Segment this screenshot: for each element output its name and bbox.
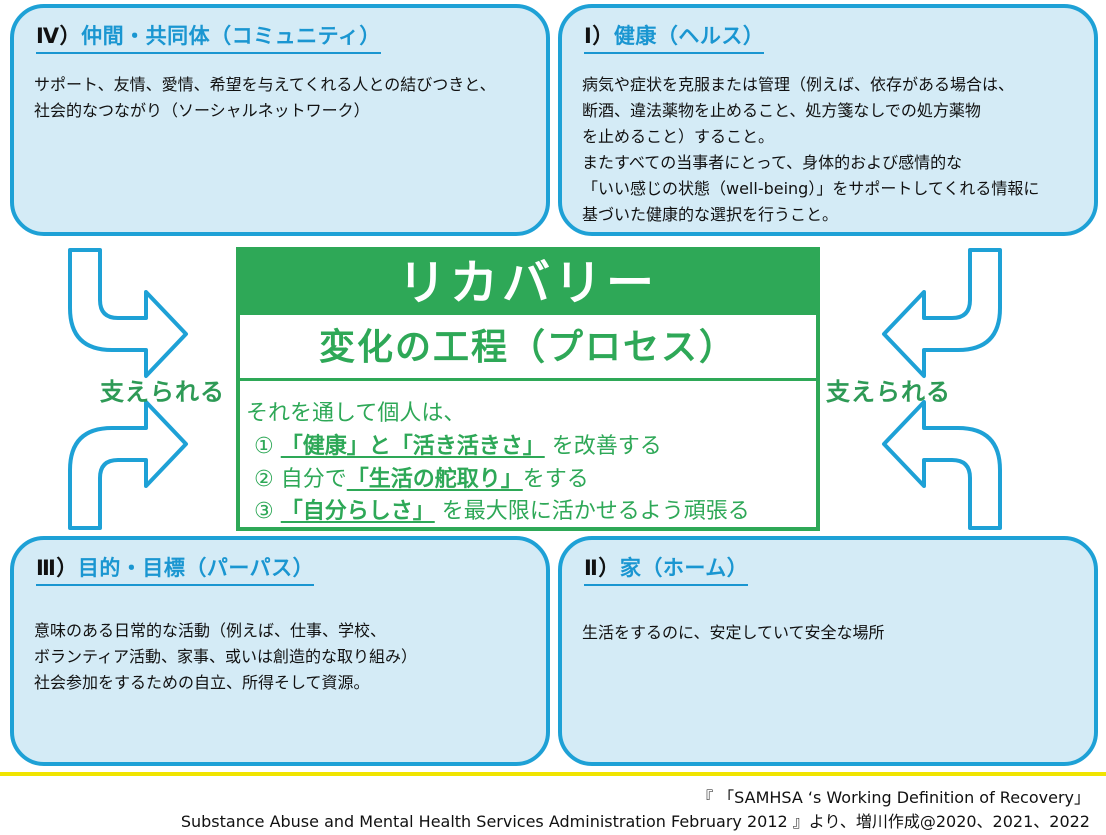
health-description: 病気や症状を克服または管理（例えば、依存がある場合は、 断酒、違法薬物を止めるこ… (582, 72, 1080, 228)
arrow-top-left-icon (68, 248, 188, 378)
item-highlight: 「自分らしさ」 (280, 499, 435, 524)
recovery-item: ② 自分で「生活の舵取り」をする (254, 461, 589, 493)
health-line: 断酒、違法薬物を止めること、処方箋なしでの処方薬物 (582, 101, 981, 120)
item-post: をする (522, 467, 589, 492)
home-line: 生活をするのに、安定していて安全な場所 (582, 623, 885, 642)
item-post: を最大限に活かせるよう頑張る (441, 499, 750, 524)
community-box: Ⅳ）仲間・共同体（コミュニティ） サポート、友情、愛情、希望を与えてくれる人との… (10, 4, 550, 236)
item-highlight: 「健康」と「活き活きさ」 (280, 434, 545, 459)
recovery-body: それを通して個人は、 ① 「健康」と「活き活きさ」 を改善する ② 自分で「生活… (240, 381, 816, 527)
home-box: Ⅱ）家（ホーム） 生活をするのに、安定していて安全な場所 (558, 536, 1098, 766)
purpose-line: ボランティア活動、家事、或いは創造的な取り組み） (34, 647, 418, 666)
health-line: を止めること）すること。 (582, 127, 775, 146)
footer-divider (0, 772, 1106, 776)
purpose-line: 社会参加をするための自立、所得そして資源。 (34, 673, 370, 692)
supported-label-left: 支えられる (100, 378, 225, 406)
item-marker: ② (254, 467, 274, 492)
recovery-item: ③ 「自分らしさ」 を最大限に活かせるよう頑張る (254, 493, 750, 525)
recovery-title: リカバリー (240, 251, 816, 315)
community-line: サポート、友情、愛情、希望を与えてくれる人との結びつきと、 (34, 75, 496, 94)
item-highlight: 「生活の舵取り」 (346, 467, 523, 492)
arrow-bottom-right-icon (882, 400, 1002, 530)
item-marker: ③ (254, 499, 274, 524)
home-title: Ⅱ）家（ホーム） (584, 552, 749, 586)
community-title: Ⅳ）仲間・共同体（コミュニティ） (36, 20, 381, 54)
purpose-description: 意味のある日常的な活動（例えば、仕事、学校、 ボランティア活動、家事、或いは創造… (34, 618, 532, 696)
health-line: 基づいた健康的な選択を行うこと。 (582, 205, 839, 224)
health-line: またすべての当事者にとって、身体的および感情的な (582, 153, 963, 172)
purpose-line: 意味のある日常的な活動（例えば、仕事、学校、 (34, 621, 387, 640)
recovery-item: ① 「健康」と「活き活きさ」 を改善する (254, 428, 662, 460)
health-title: Ⅰ）健康（ヘルス） (584, 20, 765, 54)
item-post: を改善する (551, 434, 662, 459)
community-line: 社会的なつながり（ソーシャルネットワーク） (34, 101, 370, 120)
item-pre: 自分で (280, 467, 347, 492)
health-line: 「いい感じの状態（well-being）」をサポートしてくれる情報に (582, 179, 1040, 198)
health-line: 病気や症状を克服または管理（例えば、依存がある場合は、 (582, 75, 1015, 94)
credit-line-2: Substance Abuse and Mental Health Servic… (180, 812, 1090, 831)
credit-line-1: 『 「SAMHSA ‘s Working Definition of Recov… (697, 788, 1090, 807)
health-box: Ⅰ）健康（ヘルス） 病気や症状を克服または管理（例えば、依存がある場合は、 断酒… (558, 4, 1098, 236)
recovery-center-box: リカバリー 変化の工程（プロセス） それを通して個人は、 ① 「健康」と「活き活… (236, 247, 820, 531)
supported-label-right: 支えられる (826, 378, 951, 406)
item-marker: ① (254, 434, 274, 459)
recovery-intro: それを通して個人は、 (246, 401, 466, 426)
recovery-subtitle: 変化の工程（プロセス） (240, 315, 816, 381)
purpose-title: Ⅲ）目的・目標（パーパス） (36, 552, 315, 586)
arrow-bottom-left-icon (68, 400, 188, 530)
purpose-box: Ⅲ）目的・目標（パーパス） 意味のある日常的な活動（例えば、仕事、学校、 ボラン… (10, 536, 550, 766)
arrow-top-right-icon (882, 248, 1002, 378)
community-description: サポート、友情、愛情、希望を与えてくれる人との結びつきと、 社会的なつながり（ソ… (34, 72, 532, 124)
home-description: 生活をするのに、安定していて安全な場所 (582, 620, 1080, 646)
